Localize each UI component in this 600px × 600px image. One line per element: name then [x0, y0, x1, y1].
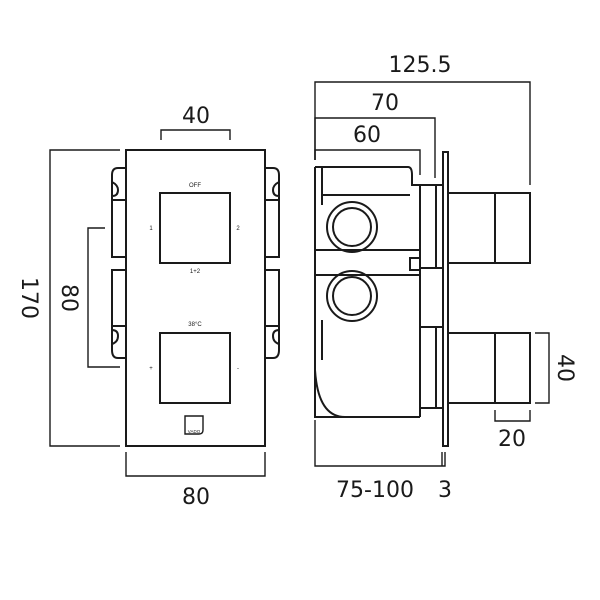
sleeves — [420, 184, 443, 409]
faceplate — [125, 149, 266, 447]
dim-to-plate: 70 — [371, 91, 399, 116]
inlet-port-outer — [326, 270, 378, 322]
label-plus: + — [149, 366, 153, 372]
inlet-port-inner — [332, 276, 372, 316]
side-knob-upper — [447, 192, 531, 264]
dim-width: 80 — [182, 485, 210, 510]
side-view: 125.5 70 60 75-100 3 40 20 — [314, 53, 577, 503]
dim-line-70 — [314, 117, 436, 178]
outlet-port-inner — [332, 207, 372, 247]
dim-knob-depth: 20 — [498, 427, 526, 452]
label-1: 1 — [149, 226, 153, 232]
dim-line-75-100 — [314, 420, 446, 467]
label-1-plus-2: 1+2 — [190, 269, 201, 275]
label-2: 2 — [236, 226, 240, 232]
svg-text:VADO: VADO — [188, 429, 201, 434]
dim-knob-spacing: 80 — [56, 284, 81, 312]
dim-line-60 — [314, 149, 421, 175]
dim-line-40 — [160, 129, 231, 140]
valve-body — [314, 167, 420, 418]
dim-line-40-side — [535, 332, 550, 404]
dim-height: 170 — [16, 277, 41, 319]
dim-overall-depth: 125.5 — [389, 53, 452, 78]
dim-knob-height: 40 — [552, 354, 577, 382]
side-knob-lower — [447, 332, 531, 404]
dim-plate-thickness: 3 — [438, 478, 452, 503]
vado-logo: VADO — [184, 415, 204, 435]
dim-line-170 — [49, 149, 120, 447]
dim-body-depth: 60 — [353, 123, 381, 148]
dim-knob-width: 40 — [182, 104, 210, 129]
mounting-brackets — [111, 167, 280, 359]
wall-plate — [442, 151, 449, 447]
diverter-knob — [159, 192, 231, 264]
thermostat-knob — [159, 332, 231, 404]
dim-line-80-horizontal — [125, 452, 266, 477]
front-view: OFF 1 2 1+2 38°C + - VADO 40 170 80 80 — [16, 104, 280, 510]
dim-line-20 — [494, 410, 531, 422]
dim-line-80-vertical — [87, 227, 120, 368]
label-temperature: 38°C — [188, 322, 202, 328]
outlet-port-outer — [326, 201, 378, 253]
label-minus: - — [237, 366, 239, 372]
dim-wall-depth: 75-100 — [336, 478, 414, 503]
label-off: OFF — [189, 183, 201, 189]
dim-line-125-5 — [314, 81, 531, 185]
